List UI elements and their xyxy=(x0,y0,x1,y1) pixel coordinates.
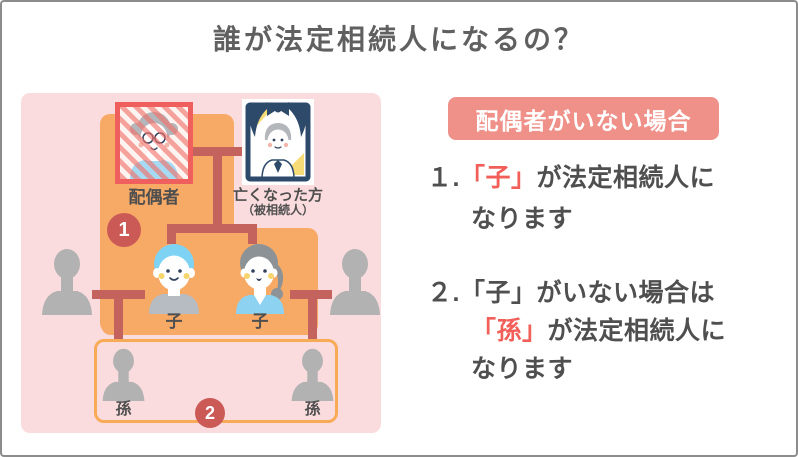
list-item-1: １.「子」が法定相続人に なります xyxy=(427,158,783,240)
deceased-label: 亡くなった方 xyxy=(232,187,323,204)
connector-drop-child-right xyxy=(248,224,257,244)
connector-children-horizontal xyxy=(167,224,257,233)
case-badge: 配偶者がいない場合 xyxy=(448,97,719,140)
rank-1-badge: 1 xyxy=(107,213,141,247)
spouse-left-silhouette xyxy=(40,245,94,315)
list-item-1-line-1: １.「子」が法定相続人に xyxy=(427,164,715,192)
list-item-2: ２.「子」がいない場合は 「孫」が法定相続人に なります xyxy=(427,274,783,388)
deceased-portrait xyxy=(242,99,314,185)
child-boy-illustration xyxy=(144,240,204,314)
grandchild-left-label: 孫 xyxy=(115,401,132,418)
family-diagram-panel: 配偶者 xyxy=(21,93,381,433)
list-item-1-line-2: なります xyxy=(471,205,574,233)
excluded-hatch-overlay xyxy=(120,107,188,179)
deceased-sublabel: （被相続人） xyxy=(241,203,314,217)
person-silhouette-icon xyxy=(42,249,92,315)
spouse-right-silhouette xyxy=(328,245,382,315)
connector-drop-child-left xyxy=(167,224,176,244)
list-item-2-number: ２. xyxy=(427,279,460,307)
person-silhouette-icon xyxy=(291,348,334,401)
list-item-2-line-2: 「孫」が法定相続人に xyxy=(471,317,727,345)
girl-icon xyxy=(236,244,284,314)
connector-stub-grandchild-left xyxy=(114,290,123,342)
page-title: 誰が法定相続人になるの？ xyxy=(212,24,585,55)
connector-stub-grandchild-right xyxy=(308,290,317,342)
list-item-2-highlight: 「孫」 xyxy=(471,317,548,345)
person-silhouette-icon xyxy=(102,348,145,401)
rank-2-badge: 2 xyxy=(195,398,225,428)
list-item-1-number: １. xyxy=(427,164,460,192)
grandchild-right-label: 孫 xyxy=(304,401,321,418)
grandchild-right-silhouette xyxy=(289,347,336,401)
spouse-portrait xyxy=(115,102,193,184)
grandchild-left-silhouette xyxy=(100,347,147,401)
child-girl-illustration xyxy=(230,240,290,314)
child-left-label: 子 xyxy=(165,312,183,331)
list-item-2-line-3: なります xyxy=(471,355,574,383)
boy-icon xyxy=(149,244,199,314)
list-item-1-highlight: 「子」 xyxy=(459,164,537,192)
list-item-2-line-1: ２.「子」がいない場合は xyxy=(427,279,715,307)
connector-couple-down xyxy=(213,151,222,233)
spouse-label: 配偶者 xyxy=(128,188,180,207)
person-silhouette-icon xyxy=(330,249,380,315)
child-right-label: 子 xyxy=(251,312,269,331)
memorial-photo-icon xyxy=(242,99,314,185)
